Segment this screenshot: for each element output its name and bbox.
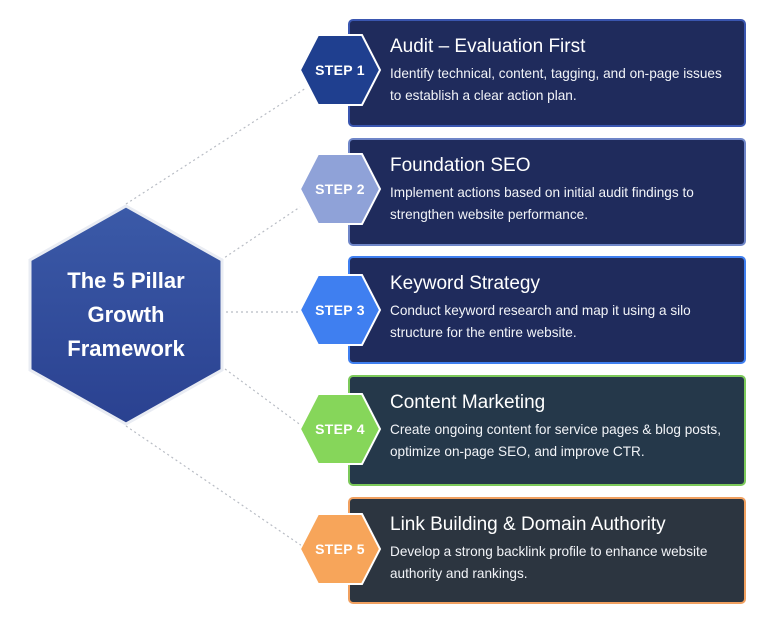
step-description: Implement actions based on initial audit… <box>390 185 694 222</box>
framework-title: The 5 Pillar Growth Framework <box>67 268 185 361</box>
step-label: STEP 4 <box>315 421 365 437</box>
step-hexagon-2: STEP 2 <box>298 152 382 226</box>
step-card-5: Link Building & Domain Authority Develop… <box>348 497 746 604</box>
step-hexagon-shape <box>298 393 382 465</box>
step-label: STEP 5 <box>315 541 365 557</box>
step-description: Identify technical, content, tagging, an… <box>390 66 722 103</box>
step-title: Content Marketing <box>390 392 546 413</box>
step-title: Link Building & Domain Authority <box>390 514 666 535</box>
step-hexagon-1: STEP 1 <box>298 33 382 107</box>
step-hexagon-shape <box>298 34 382 106</box>
connector-line-2 <box>220 206 301 261</box>
step-label: STEP 3 <box>315 302 365 318</box>
step-label: STEP 2 <box>315 181 365 197</box>
step-hexagon-4: STEP 4 <box>298 392 382 466</box>
step-hexagon-3: STEP 3 <box>298 273 382 347</box>
center-hexagon: The 5 Pillar Growth Framework <box>26 204 226 426</box>
connector-line-1 <box>125 87 307 205</box>
step-label: STEP 1 <box>315 62 365 78</box>
step-description: Create ongoing content for service pages… <box>390 422 721 459</box>
step-card-3: Keyword Strategy Conduct keyword researc… <box>348 256 746 364</box>
step-hexagon-5: STEP 5 <box>298 512 382 586</box>
step-title: Foundation SEO <box>390 155 531 176</box>
step-hexagon-shape <box>298 153 382 225</box>
step-card-4: Content Marketing Create ongoing content… <box>348 375 746 486</box>
center-hexagon-shape <box>28 204 224 426</box>
step-description: Conduct keyword research and map it usin… <box>390 303 691 340</box>
step-card-2: Foundation SEO Implement actions based o… <box>348 138 746 246</box>
step-hexagon-shape <box>298 513 382 585</box>
connector-line-5 <box>125 425 303 547</box>
step-description: Develop a strong backlink profile to enh… <box>390 544 708 581</box>
step-title: Keyword Strategy <box>390 273 540 294</box>
step-hexagon-shape <box>298 274 382 346</box>
step-card-1: Audit – Evaluation First Identify techni… <box>348 19 746 127</box>
connector-line-4 <box>220 365 303 427</box>
step-title: Audit – Evaluation First <box>390 36 586 57</box>
